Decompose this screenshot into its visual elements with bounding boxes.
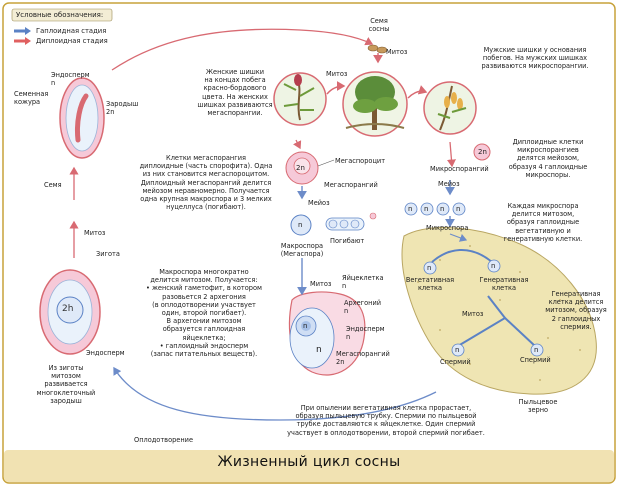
label-seed: Семя [44, 181, 62, 189]
ploidy-2n-microsporangium: 2n [478, 148, 487, 156]
label-generative-cell: Генеративная клетка [479, 276, 529, 293]
arrow-seed-to-tree [111, 28, 374, 71]
pollen-texture [417, 245, 581, 381]
ploidy-n-tetrad-3: n [440, 205, 445, 213]
label-endosperm-zygote: Эндосперм [86, 349, 125, 357]
ploidy-n-sperm-left: n [455, 346, 460, 354]
female-cones-circle [273, 72, 327, 126]
label-mitosis-top: Митоз [386, 48, 408, 56]
ploidy-2n-megasporocyte: 2n [296, 164, 305, 172]
label-diploid-cells: Диплоидные клетки микроспорангиев делятс… [508, 138, 588, 179]
ploidy-n-tetrad-4: n [456, 205, 461, 213]
label-endosperm-seed: Эндосперм n [51, 71, 90, 88]
label-generative-divides: Генеративная клетка делится митозом, обр… [545, 290, 607, 331]
label-mitosis-2: Митоз [326, 70, 348, 78]
label-macrospore-divides: Макроспора многократно делится митозом. … [145, 268, 262, 359]
haploid-legend-arrow [14, 27, 31, 35]
pine-seeds-illustration [367, 44, 388, 64]
label-megasporangium-2n: Мегаспорангий 2n [336, 350, 390, 367]
arrow-cones-to-tree [326, 81, 346, 95]
label-perish: Погибают [330, 237, 365, 245]
sperm-right-dot [530, 343, 544, 357]
label-fertilization: Оплодотворение [134, 436, 193, 444]
arrow-tree-to-male [407, 85, 428, 99]
legend-diploid-label: Диплоидная стадия [36, 37, 108, 45]
label-endosperm-mid: Эндосперм n [346, 325, 385, 342]
label-megasporangium-cells: Клетки мегаспорангия диплоидные (часть с… [139, 154, 273, 212]
label-mitosis-mid: Митоз [310, 280, 332, 288]
label-female-cones: Женские шишки на концах побега красно-бо… [197, 68, 273, 118]
megasporocyte-illustration [285, 151, 335, 185]
zygote-illustration [39, 269, 101, 355]
label-seed-coat: Семенная кожура [14, 90, 49, 107]
pollen-branch-top [431, 248, 493, 263]
label-egg-cell: Яйцеклетка n [342, 274, 384, 291]
seed-illustration [59, 77, 105, 159]
label-pine-seeds: Семя сосны [368, 17, 390, 34]
label-mitosis-pollen: Митоз [462, 310, 484, 318]
ploidy-n-vegetative: n [427, 264, 432, 272]
legend-title: Условные обозначения: [16, 11, 104, 19]
page-title: Жизненный цикл сосны [217, 454, 401, 470]
label-each-microspore: Каждая микроспора делится митозом, образ… [503, 202, 583, 243]
perishing-cells [325, 212, 377, 231]
ploidy-2h-zygote: 2h [62, 304, 74, 314]
label-male-cones: Мужские шишки у основания побегов. На му… [481, 46, 589, 71]
label-vegetative-cell: Вегетативная клетка [405, 276, 455, 293]
label-mitosis-left: Митоз [84, 229, 106, 237]
label-megasporangium: Мегаспорангий [324, 181, 378, 189]
label-sperm-left: Спермий [440, 358, 471, 366]
ploidy-n-endosperm-mid: n [316, 345, 322, 355]
label-meiosis-right: Мейоз [438, 180, 460, 188]
ovule-illustration [288, 291, 366, 376]
ploidy-n-macrospore: n [298, 221, 303, 229]
ploidy-n-tetrad-2: n [424, 205, 429, 213]
label-microsporangium: Микроспорангий [430, 165, 489, 173]
legend-haploid-label: Гаплоидная стадия [36, 27, 107, 35]
macrospore-cell [290, 214, 312, 236]
arrow-to-pollen [449, 233, 468, 242]
label-archegonium: Архегоний n [344, 299, 382, 316]
pine-tree-circle [342, 71, 408, 137]
label-pollen-grain: Пыльцевое зерно [518, 398, 558, 415]
arrow-fertilization [113, 366, 437, 421]
sperm-left-dot [451, 343, 465, 357]
ploidy-n-generative: n [491, 262, 496, 270]
ploidy-n-sperm-right: n [534, 346, 539, 354]
arrow-cone-to-megasporocyte [293, 139, 302, 150]
legend-title-box [11, 8, 113, 22]
pollen-branch-right [504, 317, 536, 347]
label-from-zygote: Из зиготы митозом развивается многоклето… [36, 364, 96, 405]
microspore-tetrad [404, 202, 466, 216]
microsporangium-cell [473, 143, 491, 161]
label-macrospore: Макроспора (Мегаспора) [280, 242, 324, 259]
label-zygote: Зигота [96, 250, 120, 258]
label-megasporocyte: Мегаспороцит [335, 157, 386, 165]
vegetative-cell-dot [423, 261, 437, 275]
generative-cell-dot [487, 259, 501, 273]
label-microspore: Микроспора [426, 224, 469, 232]
label-sperm-right: Спермий [520, 356, 551, 364]
title-band [4, 450, 614, 482]
label-embryo: Зародыш 2n [106, 100, 139, 117]
male-cones-circle [423, 81, 477, 135]
arrow-male-to-microsporangium [446, 141, 456, 168]
label-pollination: При опылении вегетативная клетка прораст… [287, 404, 485, 437]
ploidy-n-tetrad-1: n [408, 205, 413, 213]
diploid-legend-arrow [14, 37, 31, 45]
label-meiosis-left: Мейоз [308, 199, 330, 207]
ploidy-n-egg: n [303, 322, 308, 330]
